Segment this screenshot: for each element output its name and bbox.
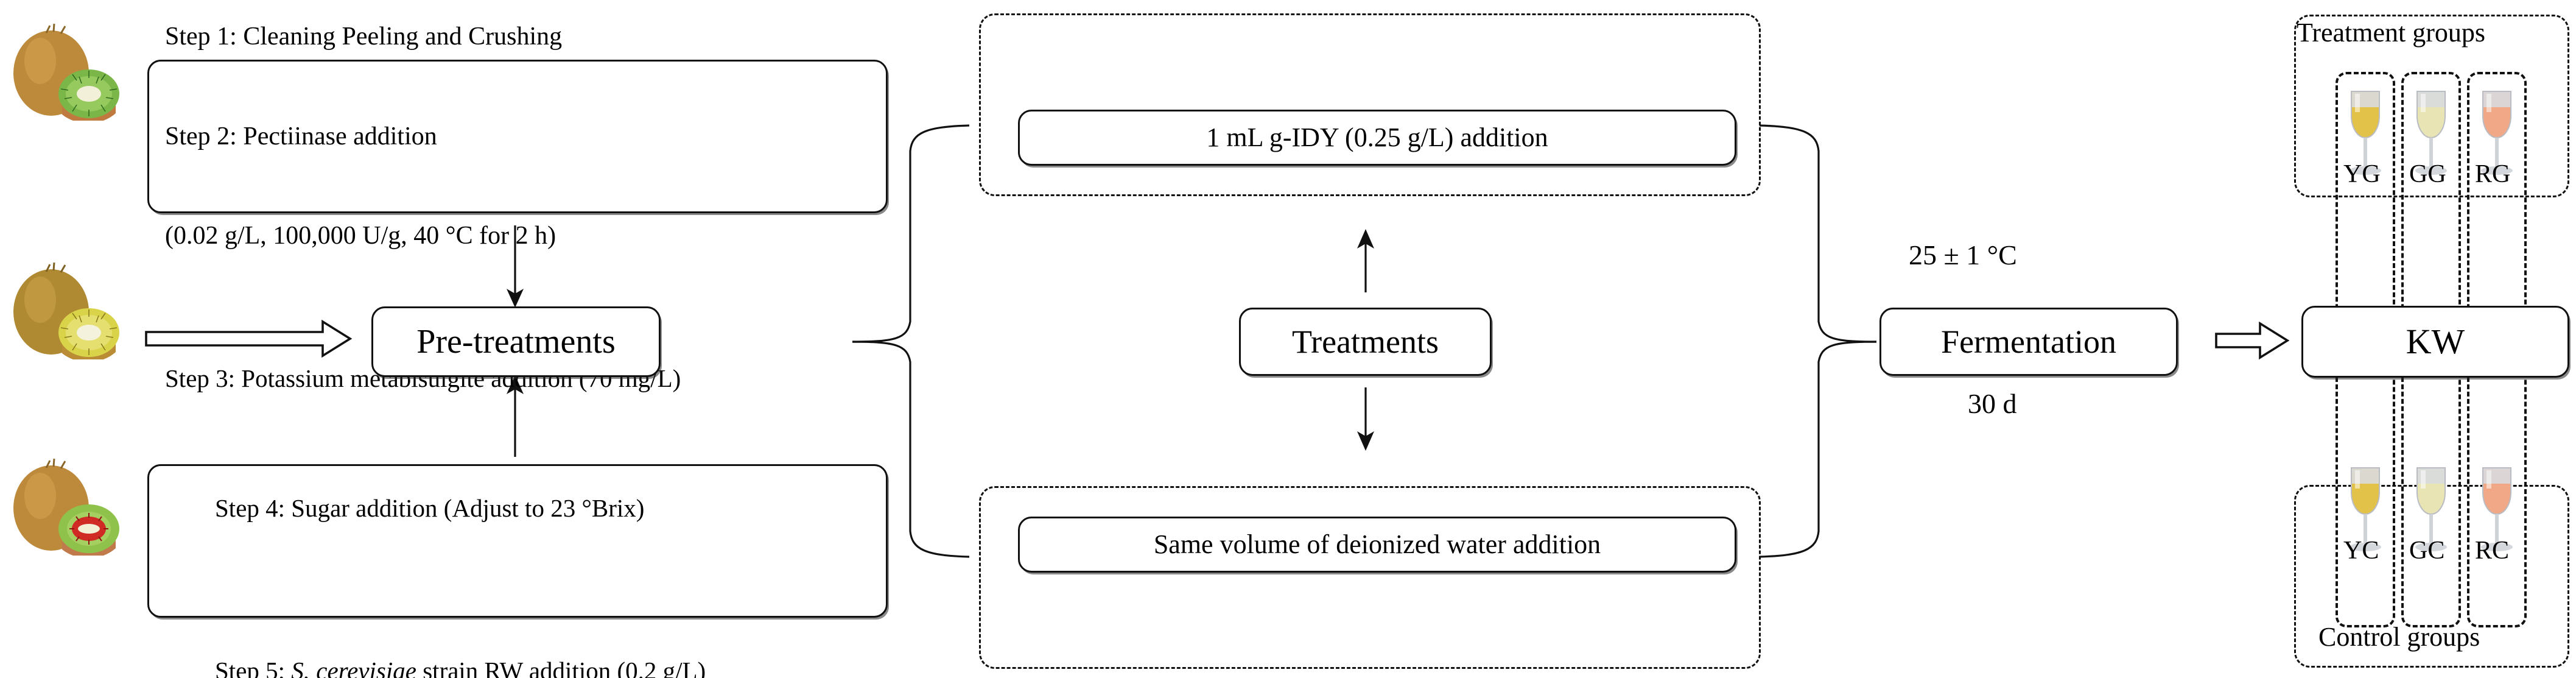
step-4-brix: °Brix): [581, 494, 645, 523]
yellow-kiwi-icon: [4, 262, 125, 362]
group-label-rc: RC: [2475, 537, 2510, 565]
pre-treatments-node: Pre-treatments: [371, 306, 661, 377]
step-2-params-text: (0.02 g/L, 100,000 U/g, 40 °C for 2 h): [165, 222, 556, 250]
control-arm-label: Same volume of deionized water addition: [1153, 529, 1601, 560]
fermentation-duration-label: 30 d: [1968, 388, 2017, 419]
block-arrow-fermentation-to-kw: [2215, 321, 2290, 360]
group-label-gg: GG: [2409, 160, 2446, 188]
control-arm-box: Same volume of deionized water addition: [1018, 517, 1736, 573]
control-arm-group: [979, 486, 1761, 669]
step-2-text: Step 2: Pectiinase addition: [165, 122, 437, 150]
pre-treatments-label: Pre-treatments: [416, 322, 616, 361]
step-4-prefix: Step 4: Sugar addition (Adjust to 23: [215, 494, 582, 523]
treatments-label: Treatments: [1292, 323, 1439, 360]
group-label-yg: YG: [2343, 160, 2381, 188]
wine-glass-gc-icon: [2407, 462, 2455, 567]
green-kiwi-icon: [4, 23, 125, 124]
wine-glass-rc-icon: [2473, 462, 2521, 567]
step-5-prefix: Step 5:: [215, 656, 292, 678]
step-1-text: Step 1: Cleaning Peeling and Crushing: [165, 22, 563, 51]
group-label-gc: GC: [2409, 537, 2445, 565]
step-5-species: S. cerevisiae: [291, 656, 416, 678]
wine-glass-rg-icon: [2473, 85, 2521, 190]
step-5-text: Step 5: S. cerevisiae strain RW addition…: [165, 622, 706, 678]
kw-label: KW: [2406, 322, 2465, 362]
wine-glass-yg-icon: [2342, 85, 2389, 190]
step-4-text: Step 4: Sugar addition (Adjust to 23 °Br…: [165, 460, 706, 557]
step-5-suffix: strain RW addition (0.2 g/L): [416, 656, 706, 678]
wine-glass-gg-icon: [2407, 85, 2455, 190]
group-label-rg: RG: [2475, 160, 2511, 188]
wine-glass-yc-icon: [2342, 462, 2389, 567]
fermentation-node: Fermentation: [1879, 308, 2178, 376]
treatment-arm-group: [979, 13, 1761, 196]
fermentation-label: Fermentation: [1941, 323, 2116, 360]
treatments-node: Treatments: [1239, 308, 1492, 376]
red-kiwi-icon: [4, 458, 125, 559]
arrow-treatments-to-treatment-arm: [1357, 229, 1374, 292]
group-label-yc: YC: [2343, 537, 2379, 565]
pretreatment-steps-345-box: Step 3: Potassium metabisulgite addition…: [147, 364, 888, 678]
kw-node: KW: [2301, 306, 2569, 378]
treatment-arm-box: 1 mL g-IDY (0.25 g/L) addition: [1018, 110, 1736, 166]
fermentation-temperature-label: 25 ± 1 °C: [1909, 239, 2017, 270]
arrow-treatments-to-control-arm: [1357, 387, 1374, 451]
treatment-arm-label: 1 mL g-IDY (0.25 g/L) addition: [1206, 122, 1548, 153]
treatment-groups-region: [2294, 15, 2569, 197]
treatment-groups-title: Treatment groups: [2297, 18, 2486, 48]
brace-arms-merge: [1759, 124, 1877, 558]
pretreatment-steps-12-box: Step 1: Cleaning Peeling and Crushing St…: [147, 23, 888, 250]
